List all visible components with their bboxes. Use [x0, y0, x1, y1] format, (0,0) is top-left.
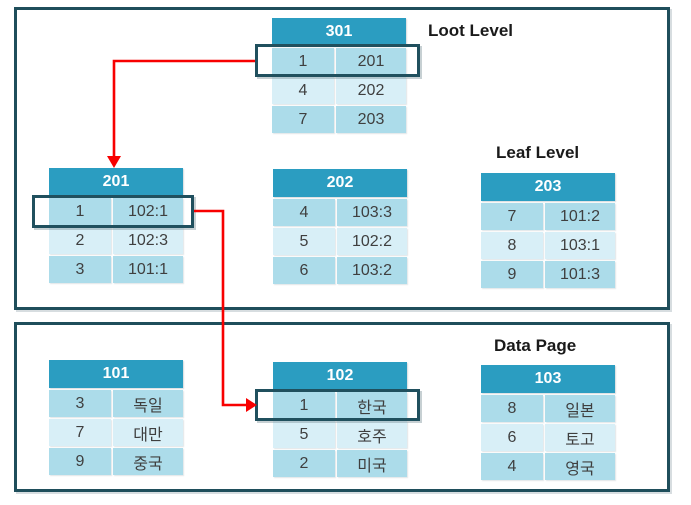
table-102: 102 1 한국 5 호주 2 미국: [273, 362, 407, 477]
value-cell: 미국: [337, 450, 407, 477]
key-cell: 4: [273, 199, 335, 226]
table-row: 1 한국: [273, 392, 407, 419]
table-row: 3 101:1: [49, 256, 183, 283]
label-root-level: Loot Level: [428, 21, 514, 40]
table-header: 101: [49, 360, 183, 388]
value-cell: 102:2: [337, 228, 407, 255]
value-cell: 대만: [113, 419, 183, 446]
table-row: 6 토고: [481, 424, 615, 451]
table-202: 202 4 103:3 5 102:2 6 103:2: [273, 169, 407, 284]
table-row: 7 대만: [49, 419, 183, 446]
value-cell: 203: [336, 106, 406, 133]
key-cell: 4: [481, 453, 543, 480]
table-header: 103: [481, 365, 615, 393]
value-cell: 호주: [337, 421, 407, 448]
value-cell: 영국: [545, 453, 615, 480]
table-row: 5 102:2: [273, 228, 407, 255]
value-cell: 202: [336, 77, 406, 104]
table-header: 102: [273, 362, 407, 390]
table-header: 203: [481, 173, 615, 201]
value-cell: 일본: [545, 395, 615, 422]
value-cell: 102:3: [113, 227, 183, 254]
value-cell: 101:1: [113, 256, 183, 283]
highlight-box-201-row1: [32, 195, 194, 228]
table-row: 8 103:1: [481, 232, 615, 259]
highlight-box-102-row1: [255, 389, 420, 421]
table-row: 2 102:3: [49, 227, 183, 254]
value-cell: 토고: [545, 424, 615, 451]
value-cell: 중국: [113, 448, 183, 475]
value-cell: 한국: [337, 392, 407, 419]
table-row: 6 103:2: [273, 257, 407, 284]
key-cell: 7: [481, 203, 543, 230]
table-row: 7 203: [272, 106, 406, 133]
table-row: 2 미국: [273, 450, 407, 477]
table-row: 1 102:1: [49, 198, 183, 225]
table-row: 4 103:3: [273, 199, 407, 226]
key-cell: 7: [49, 419, 111, 446]
key-cell: 6: [481, 424, 543, 451]
key-cell: 9: [49, 448, 111, 475]
value-cell: 103:2: [337, 257, 407, 284]
label-data-page: Data Page: [494, 336, 577, 355]
key-cell: 3: [49, 390, 111, 417]
key-cell: 3: [49, 256, 111, 283]
value-cell: 101:3: [545, 261, 615, 288]
table-row: 8 일본: [481, 395, 615, 422]
label-leaf-level: Leaf Level: [496, 143, 580, 162]
value-cell: 103:3: [337, 199, 407, 226]
key-cell: 2: [49, 227, 111, 254]
table-row: 3 독일: [49, 390, 183, 417]
key-cell: 5: [273, 421, 335, 448]
key-cell: 8: [481, 395, 543, 422]
value-cell: 201: [336, 48, 406, 75]
key-cell: 6: [273, 257, 335, 284]
table-row: 9 중국: [49, 448, 183, 475]
table-row: 4 202: [272, 77, 406, 104]
table-header: 201: [49, 168, 183, 196]
table-203: 203 7 101:2 8 103:1 9 101:3: [481, 173, 615, 288]
key-cell: 4: [272, 77, 334, 104]
table-row: 9 101:3: [481, 261, 615, 288]
table-row: 7 101:2: [481, 203, 615, 230]
table-header: 202: [273, 169, 407, 197]
table-103: 103 8 일본 6 토고 4 영국: [481, 365, 615, 480]
table-101: 101 3 독일 7 대만 9 중국: [49, 360, 183, 475]
key-cell: 1: [273, 392, 335, 419]
table-201: 201 1 102:1 2 102:3 3 101:1: [49, 168, 183, 283]
value-cell: 102:1: [113, 198, 183, 225]
key-cell: 5: [273, 228, 335, 255]
table-row: 1 201: [272, 48, 406, 75]
index-level-section-box: [14, 7, 670, 310]
highlight-box-301-row1: [255, 44, 420, 77]
key-cell: 9: [481, 261, 543, 288]
value-cell: 101:2: [545, 203, 615, 230]
key-cell: 2: [273, 450, 335, 477]
data-page-section-box: [14, 322, 670, 492]
table-row: 4 영국: [481, 453, 615, 480]
key-cell: 7: [272, 106, 334, 133]
value-cell: 103:1: [545, 232, 615, 259]
key-cell: 1: [49, 198, 111, 225]
table-301: 301 1 201 4 202 7 203: [272, 18, 406, 133]
key-cell: 1: [272, 48, 334, 75]
value-cell: 독일: [113, 390, 183, 417]
table-header: 301: [272, 18, 406, 46]
key-cell: 8: [481, 232, 543, 259]
table-row: 5 호주: [273, 421, 407, 448]
